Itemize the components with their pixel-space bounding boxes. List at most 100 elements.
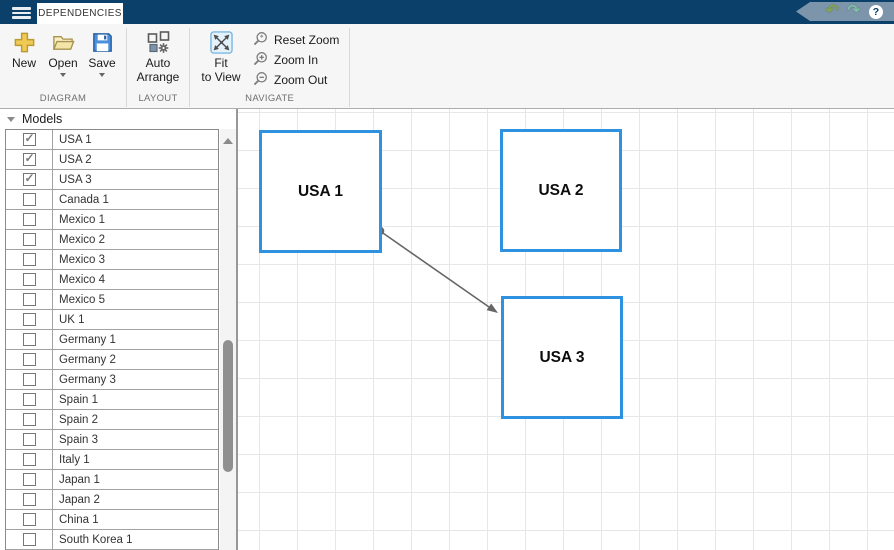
- zoom-in-button[interactable]: Zoom In: [248, 50, 344, 70]
- scrollbar-thumb[interactable]: [223, 340, 233, 472]
- model-checkbox-cell[interactable]: [6, 130, 53, 149]
- model-name[interactable]: USA 1: [59, 133, 92, 146]
- model-row[interactable]: Mexico 5: [6, 290, 218, 310]
- open-button[interactable]: Open: [44, 28, 82, 77]
- model-row[interactable]: Spain 3: [6, 430, 218, 450]
- model-checkbox-cell[interactable]: [6, 190, 53, 209]
- model-checkbox[interactable]: [22, 473, 36, 486]
- menu-icon[interactable]: [12, 7, 31, 19]
- model-checkbox[interactable]: [22, 193, 36, 206]
- models-panel-header[interactable]: Models: [0, 109, 236, 129]
- model-checkbox[interactable]: [22, 333, 36, 346]
- model-row[interactable]: Mexico 3: [6, 250, 218, 270]
- model-checkbox[interactable]: [22, 353, 36, 366]
- fit-to-view-button[interactable]: Fit to View: [195, 28, 247, 84]
- help-icon[interactable]: ?: [869, 4, 883, 19]
- model-row[interactable]: USA 1: [6, 130, 218, 150]
- model-checkbox[interactable]: [22, 273, 36, 286]
- collapse-triangle-icon[interactable]: [7, 116, 15, 122]
- reset-zoom-button[interactable]: Reset Zoom: [248, 30, 344, 50]
- model-row[interactable]: Germany 1: [6, 330, 218, 350]
- model-name[interactable]: Canada 1: [59, 193, 109, 206]
- model-name[interactable]: USA 3: [59, 173, 92, 186]
- new-button[interactable]: New: [5, 28, 43, 77]
- model-checkbox-cell[interactable]: [6, 390, 53, 409]
- model-row[interactable]: Japan 1: [6, 470, 218, 490]
- model-row[interactable]: USA 3: [6, 170, 218, 190]
- model-checkbox[interactable]: [22, 253, 36, 266]
- model-checkbox-cell[interactable]: [6, 330, 53, 349]
- node-usa-3[interactable]: USA 3: [501, 296, 623, 419]
- model-checkbox-cell[interactable]: [6, 270, 53, 289]
- model-checkbox[interactable]: [22, 453, 36, 466]
- model-row[interactable]: Mexico 2: [6, 230, 218, 250]
- model-checkbox[interactable]: [22, 213, 36, 226]
- model-checkbox-cell[interactable]: [6, 230, 53, 249]
- model-checkbox[interactable]: [22, 293, 36, 306]
- model-row[interactable]: Japan 2: [6, 490, 218, 510]
- model-row[interactable]: Spain 2: [6, 410, 218, 430]
- model-name[interactable]: Spain 1: [59, 393, 99, 406]
- models-scrollbar[interactable]: [220, 129, 236, 550]
- auto-arrange-button[interactable]: Auto Arrange: [132, 28, 184, 84]
- model-checkbox[interactable]: [22, 171, 36, 186]
- model-checkbox-cell[interactable]: [6, 470, 53, 489]
- node-usa-1[interactable]: USA 1: [259, 130, 382, 253]
- model-name[interactable]: Mexico 5: [59, 293, 106, 306]
- model-checkbox-cell[interactable]: [6, 530, 53, 549]
- open-dropdown-caret-icon[interactable]: [60, 73, 66, 77]
- model-checkbox-cell[interactable]: [6, 150, 53, 169]
- model-checkbox[interactable]: [22, 233, 36, 246]
- model-checkbox[interactable]: [22, 493, 36, 506]
- model-checkbox-cell[interactable]: [6, 450, 53, 469]
- model-checkbox-cell[interactable]: [6, 430, 53, 449]
- model-name[interactable]: South Korea 1: [59, 533, 133, 546]
- model-checkbox[interactable]: [22, 413, 36, 426]
- model-name[interactable]: Japan 2: [59, 493, 100, 506]
- model-checkbox-cell[interactable]: [6, 210, 53, 229]
- model-checkbox[interactable]: [22, 373, 36, 386]
- model-row[interactable]: UK 1: [6, 310, 218, 330]
- model-row[interactable]: USA 2: [6, 150, 218, 170]
- model-checkbox[interactable]: [22, 393, 36, 406]
- model-checkbox-cell[interactable]: [6, 170, 53, 189]
- model-checkbox[interactable]: [22, 533, 36, 546]
- model-checkbox-cell[interactable]: [6, 410, 53, 429]
- model-row[interactable]: South Korea 1: [6, 530, 218, 550]
- model-name[interactable]: Italy 1: [59, 453, 90, 466]
- model-name[interactable]: Germany 2: [59, 353, 116, 366]
- scroll-up-arrow-icon[interactable]: [223, 138, 233, 144]
- model-checkbox[interactable]: [22, 433, 36, 446]
- model-name[interactable]: Mexico 4: [59, 273, 106, 286]
- model-checkbox[interactable]: [22, 131, 36, 146]
- model-name[interactable]: Spain 3: [59, 433, 99, 446]
- model-checkbox-cell[interactable]: [6, 490, 53, 509]
- model-checkbox-cell[interactable]: [6, 290, 53, 309]
- model-checkbox[interactable]: [22, 151, 36, 166]
- model-name[interactable]: Germany 1: [59, 333, 116, 346]
- model-row[interactable]: Germany 3: [6, 370, 218, 390]
- save-dropdown-caret-icon[interactable]: [99, 73, 105, 77]
- model-row[interactable]: Mexico 1: [6, 210, 218, 230]
- model-name[interactable]: Germany 3: [59, 373, 116, 386]
- model-name[interactable]: Mexico 1: [59, 213, 106, 226]
- node-usa-2[interactable]: USA 2: [500, 129, 622, 252]
- model-name[interactable]: Japan 1: [59, 473, 100, 486]
- model-checkbox-cell[interactable]: [6, 510, 53, 529]
- model-row[interactable]: Canada 1: [6, 190, 218, 210]
- model-name[interactable]: USA 2: [59, 153, 92, 166]
- model-checkbox-cell[interactable]: [6, 310, 53, 329]
- model-name[interactable]: China 1: [59, 513, 99, 526]
- model-row[interactable]: Italy 1: [6, 450, 218, 470]
- model-checkbox-cell[interactable]: [6, 350, 53, 369]
- diagram-canvas[interactable]: USA 1 USA 2 USA 3: [238, 109, 894, 550]
- model-name[interactable]: Mexico 3: [59, 253, 106, 266]
- model-checkbox[interactable]: [22, 313, 36, 326]
- model-checkbox-cell[interactable]: [6, 370, 53, 389]
- model-row[interactable]: Germany 2: [6, 350, 218, 370]
- tab-dependencies[interactable]: DEPENDENCIES: [37, 3, 123, 24]
- model-row[interactable]: Mexico 4: [6, 270, 218, 290]
- model-name[interactable]: Spain 2: [59, 413, 99, 426]
- model-checkbox-cell[interactable]: [6, 250, 53, 269]
- redo-icon[interactable]: ↷: [847, 1, 860, 19]
